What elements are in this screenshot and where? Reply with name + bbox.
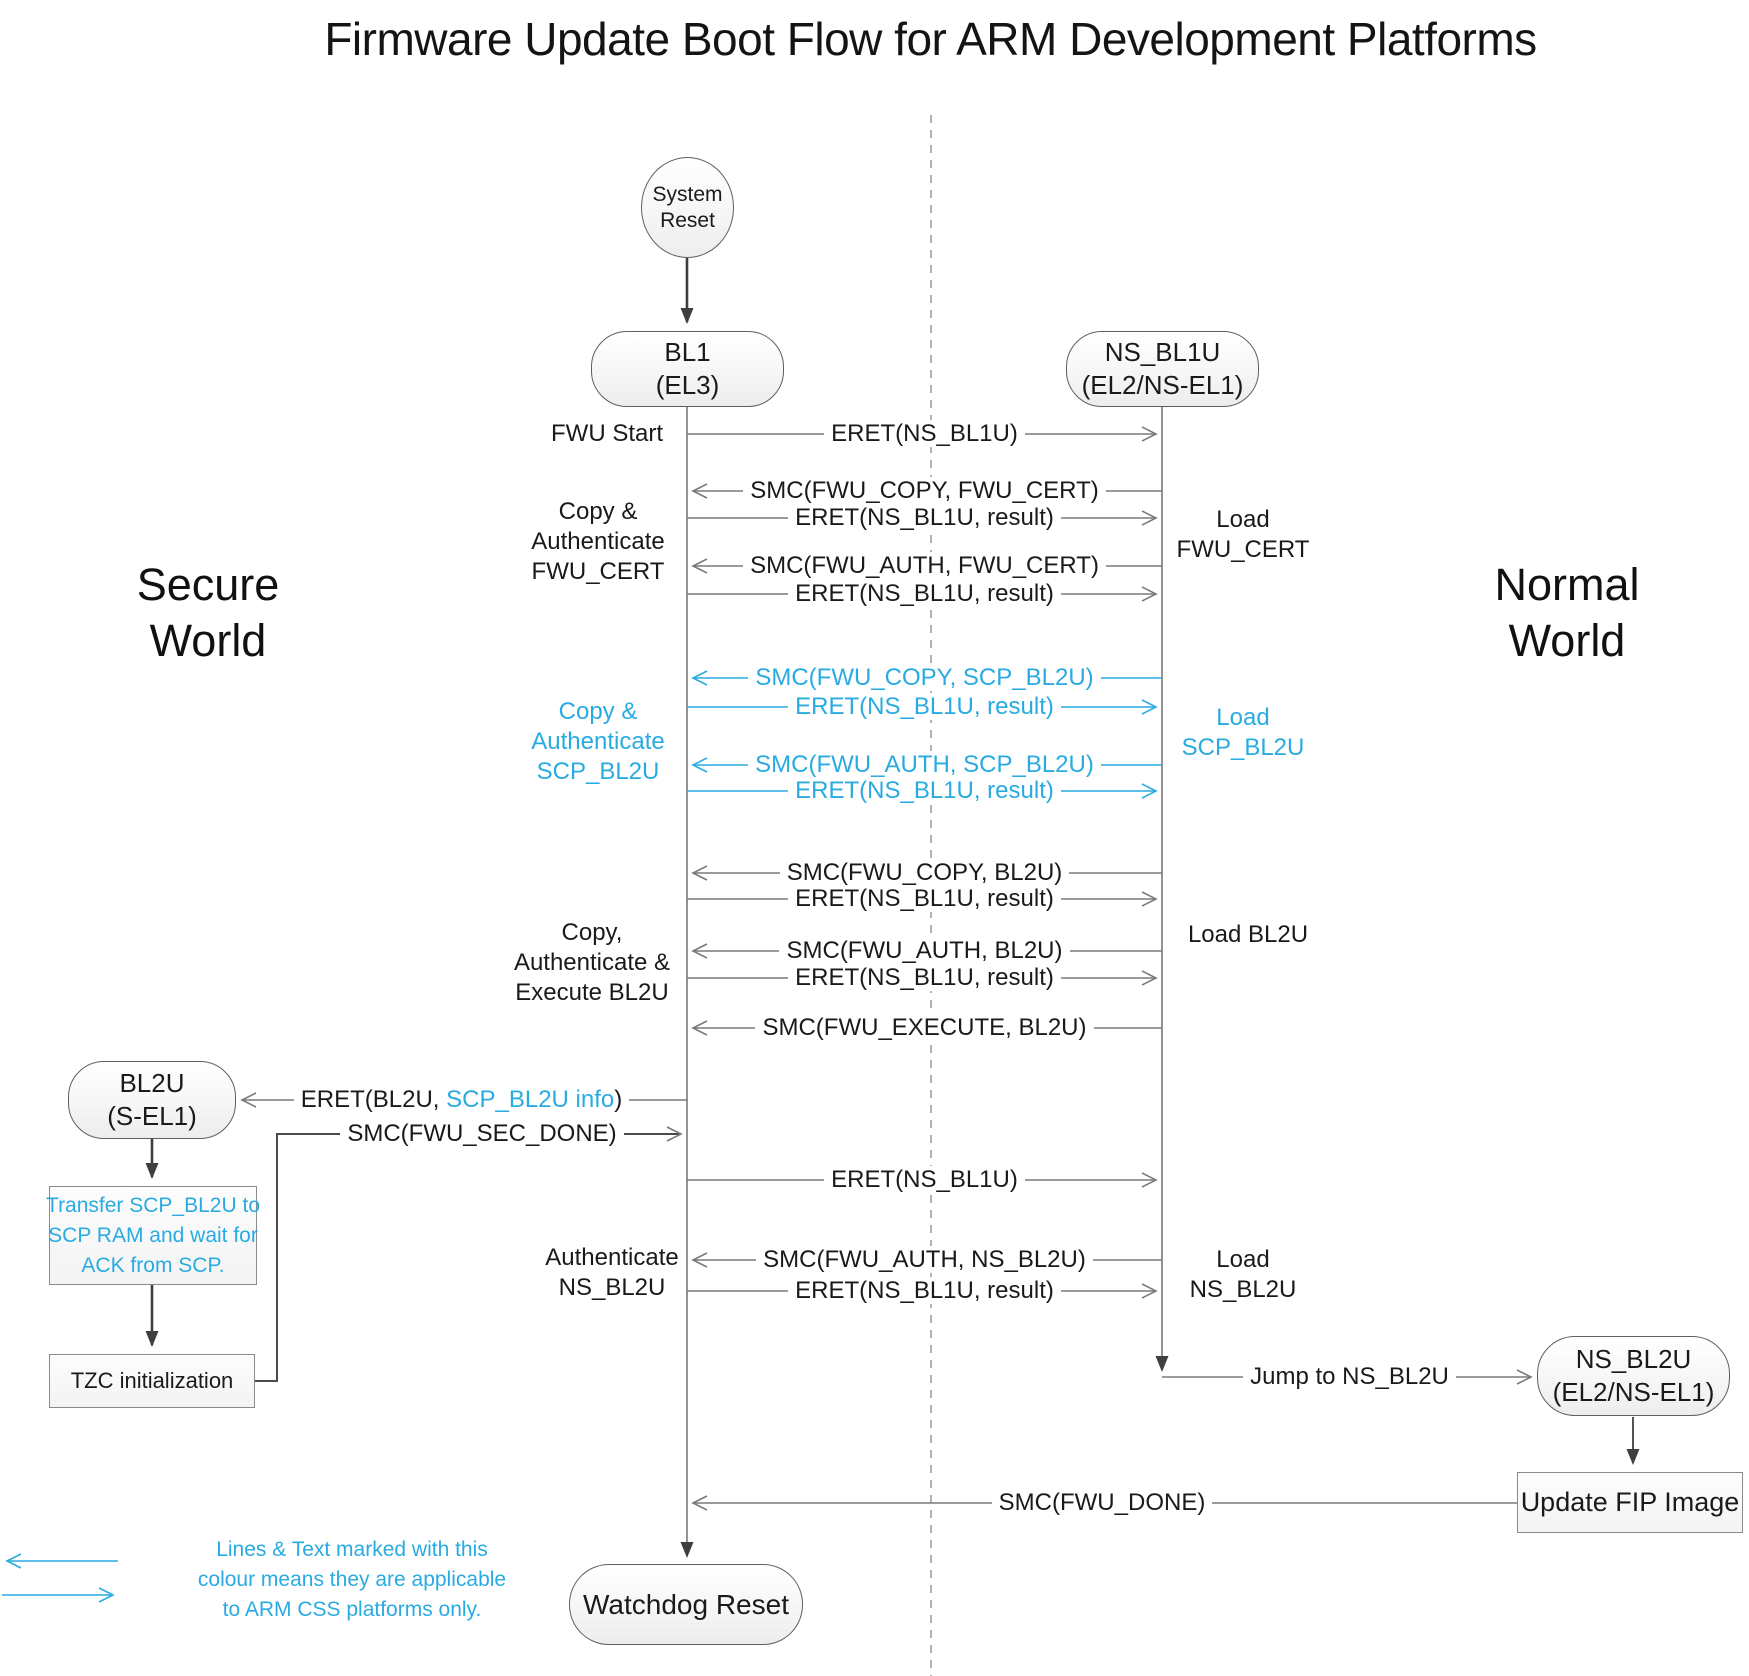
msg-jump-to-ns-bl2u: Jump to NS_BL2U xyxy=(1162,1362,1537,1392)
normal-world-label: Normal World xyxy=(1494,559,1640,666)
ns-bl1u-node: NS_BL1U (EL2/NS-EL1) xyxy=(1066,331,1259,407)
msg-eret-result-5: ERET(NS_BL1U, result) xyxy=(687,884,1162,914)
bl2u-node: BL2U (S-EL1) xyxy=(68,1061,236,1139)
secure-world-label: Secure World xyxy=(136,559,280,666)
annotation-load-ns-bl2u: Load NS_BL2U xyxy=(1189,1246,1297,1303)
msg-eret-result-1: ERET(NS_BL1U, result) xyxy=(687,503,1162,533)
annotation-copy-auth-fwu-cert: Copy & Authenticate FWU_CERT xyxy=(531,498,665,585)
msg-smc-fwu-auth-ns-bl2u: SMC(FWU_AUTH, NS_BL2U) xyxy=(687,1245,1162,1275)
msg-smc-fwu-execute-bl2u: SMC(FWU_EXECUTE, BL2U) xyxy=(687,1013,1162,1043)
annotation-copy-auth-exec-bl2u: Copy, Authenticate & Execute BL2U xyxy=(513,919,671,1006)
msg-smc-fwu-copy-bl2u: SMC(FWU_COPY, BL2U) xyxy=(687,858,1162,888)
msg-smc-fwu-auth-fwu-cert: SMC(FWU_AUTH, FWU_CERT) xyxy=(687,551,1162,581)
msg-smc-fwu-auth-scp-bl2u: SMC(FWU_AUTH, SCP_BL2U) xyxy=(687,750,1162,780)
msg-eret-result-2: ERET(NS_BL1U, result) xyxy=(687,579,1162,609)
msg-eret-result-7: ERET(NS_BL1U, result) xyxy=(687,1276,1162,1306)
msg-smc-fwu-sec-done: SMC(FWU_SEC_DONE) xyxy=(277,1119,687,1149)
msg-eret-ns-bl1u-2: ERET(NS_BL1U) xyxy=(687,1165,1162,1195)
annotation-fwu-start: FWU Start xyxy=(551,420,663,447)
watchdog-reset-node: Watchdog Reset xyxy=(569,1564,803,1645)
msg-smc-fwu-auth-bl2u: SMC(FWU_AUTH, BL2U) xyxy=(687,936,1162,966)
msg-eret-ns-bl1u-start: ERET(NS_BL1U) xyxy=(687,419,1162,449)
msg-eret-result-6: ERET(NS_BL1U, result) xyxy=(687,963,1162,993)
update-fip-image-box: Update FIP Image xyxy=(1517,1472,1743,1533)
system-reset-node: System Reset xyxy=(641,157,734,258)
tzc-initialization-box: TZC initialization xyxy=(49,1354,255,1408)
annotation-load-scp-bl2u: Load SCP_BL2U xyxy=(1181,704,1305,761)
diagram-title: Firmware Update Boot Flow for ARM Develo… xyxy=(324,13,1537,65)
annotation-copy-auth-scp-bl2u: Copy & Authenticate SCP_BL2U xyxy=(531,698,665,785)
msg-eret-bl2u-scp-bl2u-info: ERET(BL2U, SCP_BL2U info) xyxy=(236,1085,687,1115)
msg-smc-fwu-done: SMC(FWU_DONE) xyxy=(687,1488,1517,1518)
bl1-node: BL1 (EL3) xyxy=(591,331,784,407)
annotation-authenticate-ns-bl2u: Authenticate NS_BL2U xyxy=(545,1244,679,1301)
msg-eret-result-3: ERET(NS_BL1U, result) xyxy=(687,692,1162,722)
annotation-load-fwu-cert: Load FWU_CERT xyxy=(1176,506,1310,563)
ns-bl2u-node: NS_BL2U (EL2/NS-EL1) xyxy=(1537,1336,1730,1416)
annotation-load-bl2u: Load BL2U xyxy=(1187,921,1309,948)
transfer-scp-bl2u-box: Transfer SCP_BL2U to SCP RAM and wait fo… xyxy=(46,1186,260,1285)
legend-text: Lines & Text marked with this colour mea… xyxy=(197,1538,507,1621)
msg-smc-fwu-copy-scp-bl2u: SMC(FWU_COPY, SCP_BL2U) xyxy=(687,663,1162,693)
msg-eret-result-4: ERET(NS_BL1U, result) xyxy=(687,776,1162,806)
msg-smc-fwu-copy-fwu-cert: SMC(FWU_COPY, FWU_CERT) xyxy=(687,476,1162,506)
